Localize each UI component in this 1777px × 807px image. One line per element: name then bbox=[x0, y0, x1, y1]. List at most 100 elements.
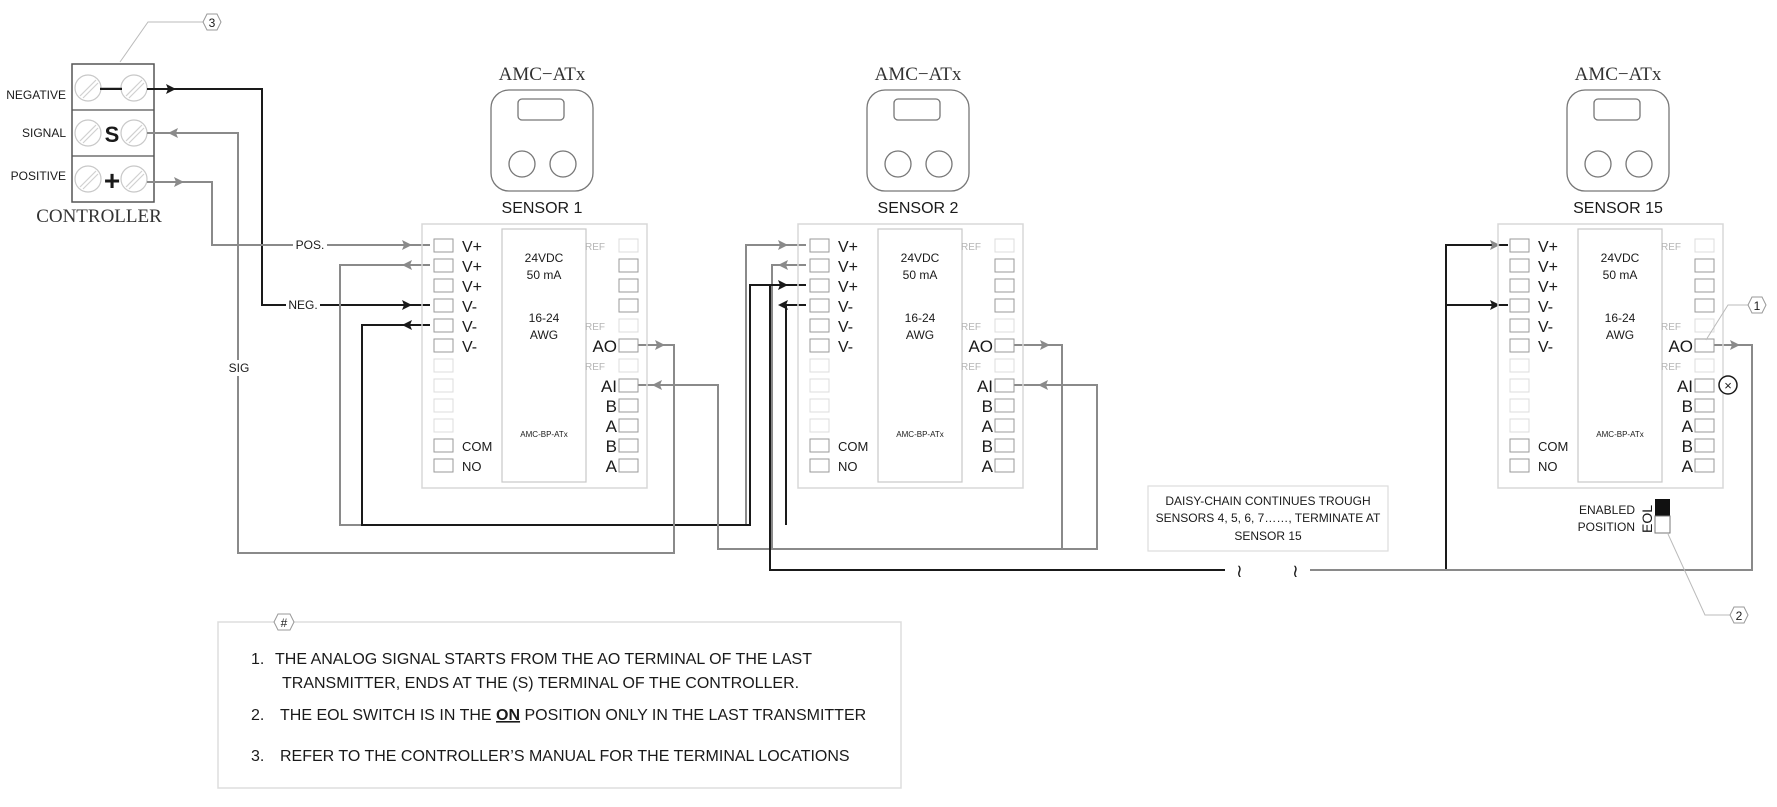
terminal-left[interactable] bbox=[433, 338, 454, 353]
terminal-label: COM bbox=[838, 439, 868, 454]
terminal-right[interactable] bbox=[994, 318, 1015, 333]
pos-wire-label: POS. bbox=[296, 238, 325, 252]
terminal-right[interactable] bbox=[618, 358, 639, 373]
terminal-left[interactable] bbox=[433, 238, 454, 253]
terminal-left[interactable] bbox=[1509, 458, 1530, 473]
terminal-left[interactable] bbox=[1509, 238, 1530, 253]
terminal-label: V+ bbox=[462, 239, 482, 256]
svg-text:50 mA: 50 mA bbox=[903, 268, 938, 282]
positive-label: POSITIVE bbox=[11, 169, 66, 183]
negative-label: NEGATIVE bbox=[6, 88, 66, 102]
terminal-right[interactable] bbox=[994, 378, 1015, 393]
terminal-left[interactable] bbox=[1509, 258, 1530, 273]
signal-label: SIGNAL bbox=[22, 126, 66, 140]
terminal-right[interactable] bbox=[994, 278, 1015, 293]
terminal-left[interactable] bbox=[433, 278, 454, 293]
terminal-left[interactable] bbox=[433, 358, 454, 373]
terminal-right[interactable] bbox=[1694, 278, 1715, 293]
terminal-left[interactable] bbox=[433, 418, 454, 433]
break-icon: ≀ bbox=[1236, 561, 1243, 581]
terminal-right[interactable] bbox=[618, 338, 639, 353]
terminal-left[interactable] bbox=[809, 338, 830, 353]
terminal-label: B bbox=[982, 397, 993, 416]
terminal-left[interactable] bbox=[809, 258, 830, 273]
terminal-right[interactable] bbox=[618, 378, 639, 393]
terminal-left[interactable] bbox=[1509, 378, 1530, 393]
terminal-left[interactable] bbox=[809, 238, 830, 253]
terminal-label: V- bbox=[462, 339, 477, 356]
terminal-right[interactable] bbox=[1694, 458, 1715, 473]
terminal-right[interactable] bbox=[1694, 398, 1715, 413]
terminal-left[interactable] bbox=[433, 438, 454, 453]
terminal-label: B bbox=[606, 437, 617, 456]
terminal-left[interactable] bbox=[1509, 318, 1530, 333]
terminal-right[interactable] bbox=[994, 298, 1015, 313]
terminal-right[interactable] bbox=[1694, 238, 1715, 253]
terminal-right[interactable] bbox=[994, 258, 1015, 273]
terminal-left[interactable] bbox=[809, 378, 830, 393]
terminal-right[interactable] bbox=[618, 398, 639, 413]
terminal-left[interactable] bbox=[433, 298, 454, 313]
terminal-right[interactable] bbox=[618, 278, 639, 293]
terminal-right[interactable] bbox=[994, 418, 1015, 433]
terminal-left[interactable] bbox=[1509, 298, 1530, 313]
terminal-right[interactable] bbox=[618, 458, 639, 473]
terminal-left[interactable] bbox=[809, 298, 830, 313]
terminal-right[interactable] bbox=[1694, 438, 1715, 453]
eol-switch[interactable]: ENABLED POSITION EOL bbox=[1578, 499, 1671, 534]
controller: 3 — S + NEGATIVE SIGNAL POSITIVE CONTROL… bbox=[6, 13, 222, 227]
terminal-left[interactable] bbox=[1509, 398, 1530, 413]
terminal-left[interactable] bbox=[809, 398, 830, 413]
terminal-right[interactable] bbox=[618, 258, 639, 273]
callout-2-text: 2 bbox=[1736, 609, 1743, 623]
terminal-right[interactable] bbox=[1694, 338, 1715, 353]
terminal-left[interactable] bbox=[1509, 418, 1530, 433]
terminal-right[interactable] bbox=[618, 298, 639, 313]
terminal-right[interactable] bbox=[994, 338, 1015, 353]
sensor-name: SENSOR 1 bbox=[502, 200, 583, 217]
terminal-right[interactable] bbox=[1694, 298, 1715, 313]
terminal-left[interactable] bbox=[809, 278, 830, 293]
eol-label-line2: POSITION bbox=[1578, 520, 1635, 534]
terminal-left[interactable] bbox=[809, 318, 830, 333]
terminal-right[interactable] bbox=[994, 438, 1015, 453]
terminal-label: V+ bbox=[838, 259, 858, 276]
terminal-left[interactable] bbox=[433, 258, 454, 273]
board-part-number: AMC-BP-ATx bbox=[896, 430, 943, 439]
terminal-right[interactable] bbox=[618, 438, 639, 453]
terminal-right[interactable] bbox=[1694, 418, 1715, 433]
notes-callout-text: # bbox=[281, 616, 288, 630]
terminal-left[interactable] bbox=[1509, 438, 1530, 453]
terminal-left[interactable] bbox=[809, 438, 830, 453]
callout-2-badge bbox=[1729, 606, 1749, 624]
terminal-right[interactable] bbox=[994, 398, 1015, 413]
terminal-right[interactable] bbox=[618, 318, 639, 333]
terminal-right[interactable] bbox=[994, 458, 1015, 473]
terminal-left[interactable] bbox=[1509, 358, 1530, 373]
terminal-right[interactable] bbox=[618, 418, 639, 433]
terminal-right[interactable] bbox=[994, 238, 1015, 253]
ref-label: REF bbox=[585, 322, 605, 333]
terminal-left[interactable] bbox=[433, 318, 454, 333]
terminal-left[interactable] bbox=[1509, 338, 1530, 353]
terminal-right[interactable] bbox=[1694, 358, 1715, 373]
sensor-name: SENSOR 15 bbox=[1573, 200, 1663, 217]
terminal-right[interactable] bbox=[1694, 378, 1715, 393]
terminal-left[interactable] bbox=[1509, 278, 1530, 293]
terminal-left[interactable] bbox=[433, 378, 454, 393]
terminal-right[interactable] bbox=[1694, 318, 1715, 333]
svg-text:24VDC: 24VDC bbox=[901, 251, 940, 265]
terminal-left[interactable] bbox=[809, 358, 830, 373]
terminal-left[interactable] bbox=[433, 398, 454, 413]
terminal-left[interactable] bbox=[809, 418, 830, 433]
terminal-left[interactable] bbox=[809, 458, 830, 473]
terminal-label: V+ bbox=[1538, 239, 1558, 256]
terminal-right[interactable] bbox=[1694, 258, 1715, 273]
terminal-label: AO bbox=[592, 337, 617, 356]
terminal-left[interactable] bbox=[433, 458, 454, 473]
terminal-right[interactable] bbox=[994, 358, 1015, 373]
terminal-label: COM bbox=[1538, 439, 1568, 454]
terminal-right[interactable] bbox=[618, 238, 639, 253]
terminal-label: V- bbox=[1538, 319, 1553, 336]
display-icon bbox=[1593, 98, 1641, 121]
